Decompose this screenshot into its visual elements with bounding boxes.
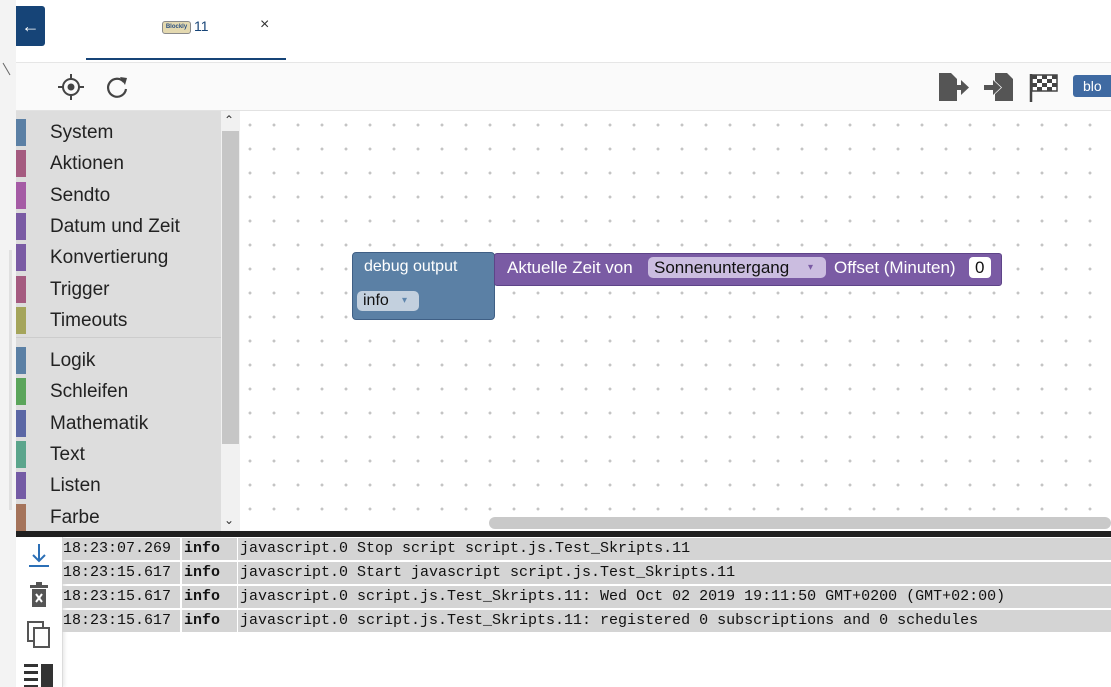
category-color-swatch xyxy=(16,119,26,146)
log-message: javascript.0 Start javascript script.js.… xyxy=(238,562,1111,584)
dropdown-arrow-icon: ▾ xyxy=(808,262,814,273)
export-icon[interactable] xyxy=(936,71,970,103)
dropdown-arrow-icon: ▾ xyxy=(402,295,408,306)
category-label: Aktionen xyxy=(50,153,124,175)
log-level-value: info xyxy=(363,292,389,309)
offset-label: Offset (Minuten) xyxy=(834,258,956,277)
log-time: 18:23:15.617 xyxy=(62,562,180,584)
category-color-swatch xyxy=(16,275,26,303)
category-label: Mathematik xyxy=(50,412,149,434)
import-icon[interactable] xyxy=(982,71,1016,103)
category-label: Listen xyxy=(50,475,101,497)
category-label: System xyxy=(50,122,114,143)
category-label: Sendto xyxy=(50,184,111,206)
log-side-toolbar xyxy=(16,537,63,687)
edge-scrollbar[interactable] xyxy=(9,250,12,510)
offset-input[interactable] xyxy=(969,257,991,278)
category-color-swatch xyxy=(16,503,26,531)
locate-icon[interactable] xyxy=(57,73,85,101)
log-message: javascript.0 script.js.Test_Skripts.11: … xyxy=(238,610,1111,632)
scroll-down-icon[interactable]: ⌄ xyxy=(224,513,235,527)
panel-splitter[interactable] xyxy=(16,531,1111,537)
astro-event-value: Sonnenuntergang xyxy=(654,258,790,277)
category-color-swatch xyxy=(16,306,26,334)
category-color-swatch xyxy=(16,409,26,437)
toolbox-category-datum-und-zeit[interactable]: Datum und Zeit xyxy=(16,211,221,242)
category-color-swatch xyxy=(16,244,26,272)
clear-log-icon[interactable] xyxy=(28,582,50,608)
astro-event-dropdown[interactable] xyxy=(648,257,826,278)
toolbox-category-farbe[interactable]: Farbe xyxy=(16,502,221,532)
toolbox-separator xyxy=(16,337,221,338)
refresh-icon[interactable] xyxy=(104,74,130,100)
category-label: Timeouts xyxy=(50,309,128,331)
current-time-label: Aktuelle Zeit von xyxy=(507,258,633,277)
toolbox-category-trigger[interactable]: Trigger xyxy=(16,274,221,305)
toolbox-category-timeouts[interactable]: Timeouts xyxy=(16,305,221,336)
back-arrow-icon: ← xyxy=(21,15,40,36)
category-color-swatch xyxy=(16,212,26,240)
scroll-to-bottom-icon[interactable] xyxy=(27,542,51,570)
tab-bar xyxy=(16,0,1111,63)
blockly-workspace[interactable] xyxy=(240,111,1111,531)
toolbox-category-konvertierung[interactable]: Konvertierung xyxy=(16,242,221,273)
log-message: javascript.0 script.js.Test_Skripts.11: … xyxy=(238,586,1111,608)
toolbox-scroll-thumb[interactable] xyxy=(222,131,239,444)
tab-script-11[interactable] xyxy=(86,0,286,60)
category-color-swatch xyxy=(16,472,26,500)
blockly-logo-text: blo xyxy=(1083,78,1102,94)
workspace-horizontal-scrollbar[interactable] xyxy=(489,517,1111,529)
category-color-swatch xyxy=(16,150,26,178)
toolbox-category-mathematik[interactable]: Mathematik xyxy=(16,408,221,439)
window-edge xyxy=(0,0,17,687)
toolbox-category-text[interactable]: Text xyxy=(16,439,221,470)
toolbox-category-sendto[interactable]: Sendto xyxy=(16,180,221,211)
tab-label[interactable]: 11 xyxy=(194,18,209,34)
toolbox-scrollbar[interactable]: ⌃ ⌄ xyxy=(221,111,240,531)
log-level-dropdown[interactable] xyxy=(357,291,419,311)
checkered-flag-icon[interactable] xyxy=(1027,71,1061,103)
category-label: Schleifen xyxy=(50,381,129,403)
category-color-swatch xyxy=(16,181,26,209)
blockly-tab-icon: Blockly xyxy=(162,21,191,34)
toolbox-category-aktionen[interactable]: Aktionen xyxy=(16,148,221,179)
toolbox-category-system[interactable]: System xyxy=(16,117,221,148)
category-label: Text xyxy=(50,443,85,465)
category-label: Farbe xyxy=(50,506,100,528)
log-message: javascript.0 Stop script script.js.Test_… xyxy=(238,538,1111,560)
offset-value: 0 xyxy=(975,258,985,277)
category-color-swatch xyxy=(16,347,26,374)
log-time: 18:23:15.617 xyxy=(62,586,180,608)
log-severity: info xyxy=(182,538,237,560)
tab-close-button[interactable]: × xyxy=(260,16,270,33)
category-label: Datum und Zeit xyxy=(50,215,180,237)
toolbox-category-logik[interactable]: Logik xyxy=(16,345,221,376)
debug-output-label: debug output xyxy=(364,258,458,275)
toolbox-category-schleifen[interactable]: Schleifen xyxy=(16,376,221,407)
back-button[interactable]: ← xyxy=(16,6,45,46)
wrap-toggle-icon[interactable] xyxy=(24,662,54,687)
toolbox-category-listen[interactable]: Listen xyxy=(16,470,221,501)
log-severity: info xyxy=(182,610,237,632)
category-color-swatch xyxy=(16,378,26,406)
log-time: 18:23:15.617 xyxy=(62,610,180,632)
toolbar: blo xyxy=(16,63,1111,111)
scroll-up-icon[interactable]: ⌃ xyxy=(224,113,235,127)
log-severity: info xyxy=(182,562,237,584)
category-color-swatch xyxy=(16,440,26,468)
log-time: 18:23:07.269 xyxy=(62,538,180,560)
edge-mark xyxy=(2,62,11,76)
category-label: Logik xyxy=(50,350,96,371)
blockly-logo-icon[interactable]: blo xyxy=(1073,75,1111,97)
copy-icon[interactable] xyxy=(26,620,52,650)
category-label: Trigger xyxy=(50,278,110,300)
log-severity: info xyxy=(182,586,237,608)
category-label: Konvertierung xyxy=(50,247,169,269)
